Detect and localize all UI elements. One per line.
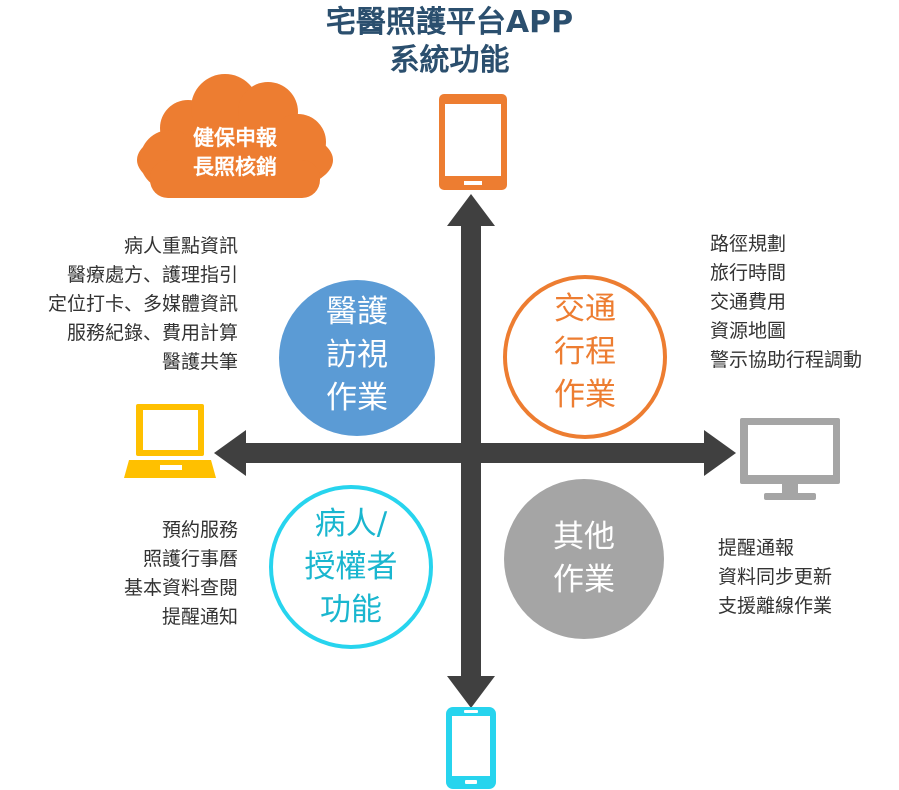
axis-arrows: [214, 194, 736, 708]
quadrant-label-medical: 醫護 訪視 作業: [282, 291, 432, 420]
quadrant-label-line: 病人/: [314, 506, 388, 542]
quadrant-label-line: 醫護: [326, 294, 388, 330]
quadrant-label-patient: 病人/ 授權者 功能: [276, 503, 426, 632]
list-item: 照護行事曆: [142, 548, 238, 570]
quadrant-label-line: 行程: [554, 334, 616, 370]
diagram-title: 宅醫照護平台APP: [325, 5, 574, 40]
circle-medical-visit: [279, 280, 435, 436]
list-item: 病人重點資訊: [123, 235, 238, 257]
quadrant-label-transport: 交通 行程 作業: [510, 288, 660, 417]
list-item: 醫療處方、護理指引: [66, 264, 238, 286]
arrow-down: [447, 676, 495, 708]
list-item: 提醒通報: [718, 537, 795, 559]
list-item: 交通費用: [710, 291, 787, 313]
cloud-label-line2: 長照核銷: [193, 155, 277, 179]
feature-list-patient: 預約服務 照護行事曆 基本資料查閱 提醒通知: [124, 516, 238, 632]
cloud-label-line1: 健保申報: [193, 126, 277, 150]
list-item: 基本資料查閱: [123, 577, 238, 599]
list-item: 服務紀錄、費用計算: [66, 322, 238, 344]
feature-list-medical: 病人重點資訊 醫療處方、護理指引 定位打卡、多媒體資訊 服務紀錄、費用計算 醫護…: [48, 232, 238, 377]
list-item: 支援離線作業: [718, 595, 833, 617]
quadrant-label-line: 訪視: [326, 337, 388, 373]
list-item: 路徑規劃: [710, 233, 787, 255]
quadrant-label-line: 作業: [554, 377, 616, 413]
feature-list-transport: 路徑規劃 旅行時間 交通費用 資源地圖 警示協助行程調動: [710, 230, 862, 375]
list-item: 提醒通知: [161, 606, 238, 628]
list-item: 資源地圖: [710, 320, 787, 342]
arrow-left: [214, 430, 246, 476]
list-item: 預約服務: [161, 519, 238, 541]
circle-patient: [269, 485, 433, 649]
quadrant-label-line: 交通: [554, 291, 616, 327]
list-item: 警示協助行程調動: [710, 349, 863, 371]
diagram-subtitle: 系統功能: [389, 43, 510, 78]
phone-icon: [446, 707, 496, 789]
circle-other: [504, 479, 664, 639]
list-item: 定位打卡、多媒體資訊: [47, 293, 238, 315]
quadrant-label-other: 其他 作業: [509, 516, 659, 602]
monitor-icon: [740, 418, 840, 500]
list-item: 醫護共筆: [161, 351, 238, 373]
arrow-up: [447, 194, 495, 226]
quadrant-label-line: 其他: [553, 519, 615, 555]
list-item: 旅行時間: [710, 262, 787, 284]
laptop-icon: [124, 404, 216, 478]
list-item: 資料同步更新: [718, 566, 833, 588]
quadrant-label-line: 作業: [326, 380, 388, 416]
quadrant-label-line: 授權者: [304, 549, 398, 585]
circle-transport: [503, 275, 667, 439]
quadrant-label-line: 作業: [553, 562, 615, 598]
cloud-icon: [137, 74, 333, 198]
feature-list-other: 提醒通報 資料同步更新 支援離線作業: [718, 534, 832, 621]
arrow-right: [704, 430, 736, 476]
quadrant-label-line: 功能: [320, 592, 382, 628]
horizontal-axis: [240, 443, 706, 463]
tablet-icon: [439, 94, 507, 190]
